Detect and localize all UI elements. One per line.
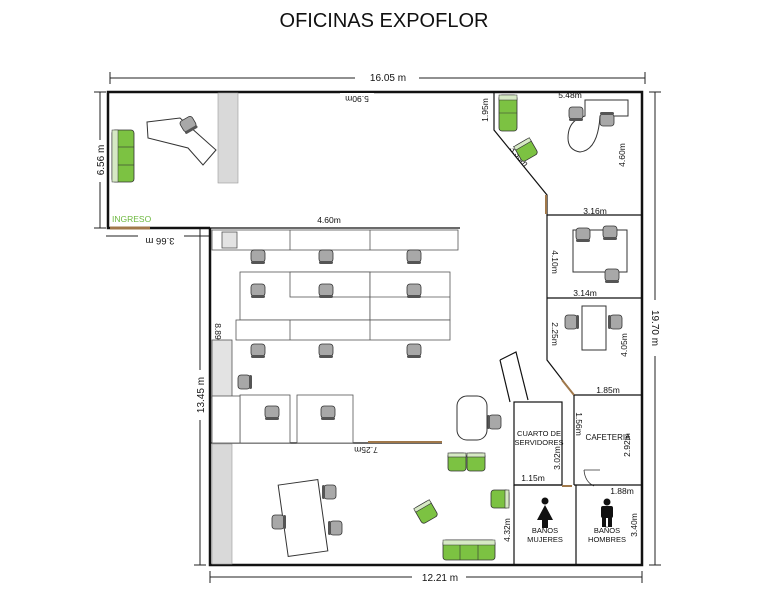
meeting-chair [575, 227, 591, 243]
women-bath-label-1: BAÑOS [532, 526, 558, 535]
men-icon [601, 498, 613, 527]
corridor-walls [499, 351, 575, 485]
lounge-armchair [413, 499, 439, 525]
lounge-armchair [466, 452, 486, 472]
dim-bath-left: 4.32m [502, 518, 512, 542]
lounge-sofa [442, 539, 496, 561]
dim-manager-top: 5.48m [558, 90, 582, 100]
plan-title: OFICINAS EXPOFLOR [280, 10, 489, 32]
meeting-chair [602, 225, 618, 241]
reception-partition [217, 92, 239, 184]
men-bath-label-1: BAÑOS [594, 526, 620, 535]
manager-chair [568, 106, 584, 122]
manager-sofa [498, 94, 518, 132]
manager-guest-chair [599, 111, 615, 127]
dim-server-right: 1.56m [574, 412, 584, 436]
lounge-armchair [447, 452, 467, 472]
cafeteria-door-swing [583, 469, 600, 487]
women-icon [537, 497, 553, 528]
dim-open-office-bottom: 7.25m [354, 445, 378, 455]
dim-right-total: 19.70 m [649, 310, 660, 346]
lounge-partition [211, 443, 233, 565]
round-table [456, 395, 488, 441]
dim-office-small-right: 4.05m [619, 333, 629, 357]
dim-office-small-bottom: 1.85m [596, 385, 620, 395]
lounge-armchair [490, 489, 510, 509]
dim-reception-top: 5.90m [345, 94, 369, 104]
meeting-chair [604, 268, 620, 284]
reception-sofa [111, 129, 135, 183]
dim-open-office-left: 8.89m [213, 323, 223, 347]
dim-meeting-top: 3.16m [583, 206, 607, 216]
reception-desk [146, 117, 217, 166]
dim-bottom-total: 12.21 m [422, 573, 458, 584]
server-room-label-1: CUARTO DE [517, 429, 561, 438]
men-bath-label-2: HOMBRES [588, 535, 626, 544]
dim-bath-top: 1.88m [610, 486, 634, 496]
dim-manager-right: 4.60m [617, 143, 627, 167]
entrance-label: INGRESO [112, 214, 152, 224]
dim-server-bottom: 1.15m [521, 473, 545, 483]
dim-meeting-left: 4.10m [550, 250, 560, 274]
server-room-label-2: SERVIDORES [514, 438, 563, 447]
small-office-desk [581, 305, 607, 351]
small-office-walls [546, 298, 642, 396]
dim-left-lower: 13.45 m [196, 377, 207, 413]
dim-entry-width: 3.66 m [145, 235, 174, 246]
dim-top-total: 16.05 m [370, 73, 406, 84]
dim-server-inner: 3.02m [552, 446, 562, 470]
dim-open-office-top: 4.60m [317, 215, 341, 225]
lounge-chair [327, 520, 343, 536]
dim-bath-right: 3.40m [629, 513, 639, 537]
small-office-chair [564, 314, 580, 330]
small-office-chair [607, 314, 623, 330]
dim-cafe-right: 2.92m [622, 433, 632, 457]
lounge-chair [321, 484, 337, 500]
dim-office-small-top: 3.14m [573, 288, 597, 298]
lounge-chair [271, 514, 287, 530]
dim-office-small-left: 2.25m [550, 322, 560, 346]
dim-manager-left: 1.95m [480, 98, 490, 122]
dim-left-upper: 6.56 m [96, 145, 107, 176]
outer-walls [106, 90, 644, 567]
small-office-door [561, 379, 575, 396]
women-bath-label-2: MUJERES [527, 535, 563, 544]
cafeteria-label: CAFETERIA [586, 433, 632, 442]
bathroom-walls [513, 484, 577, 565]
